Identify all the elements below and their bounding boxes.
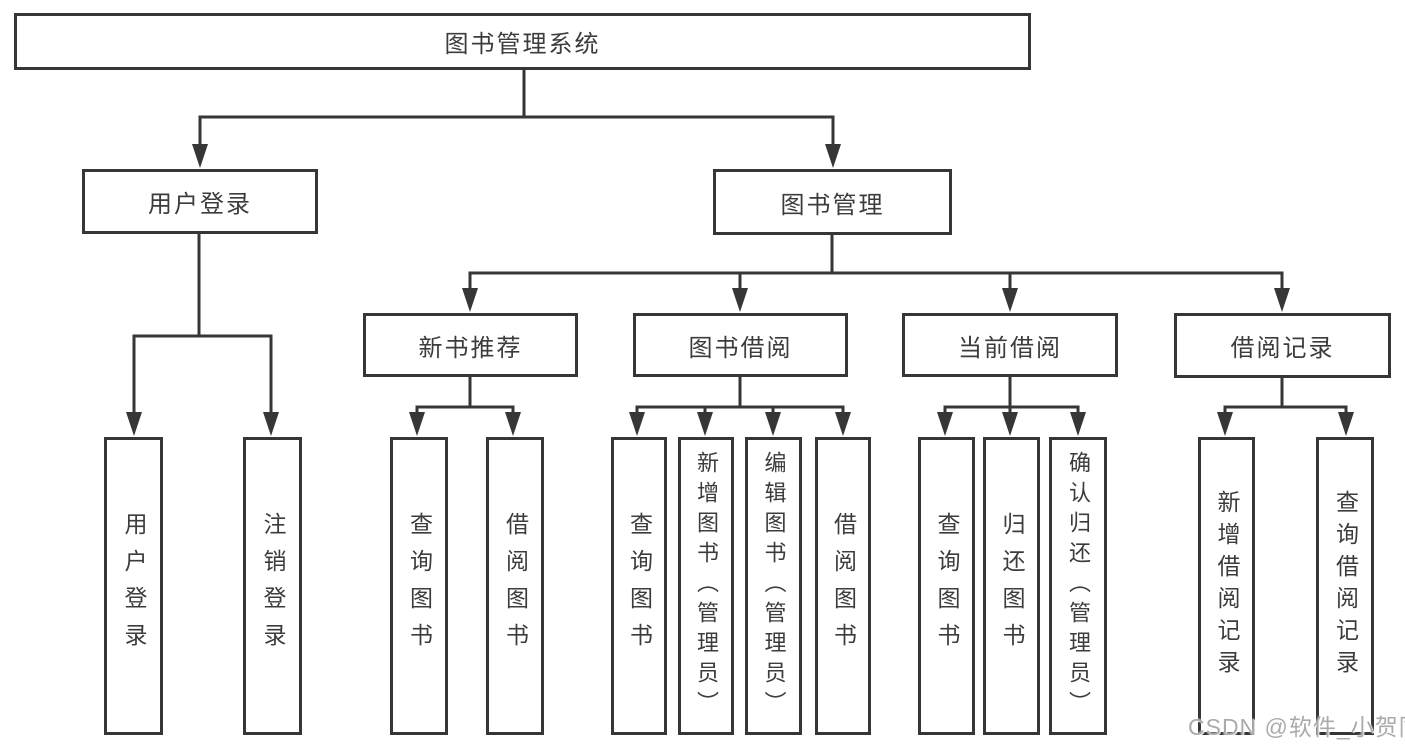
- arrow-down-icon: [825, 144, 841, 168]
- leaf-query-books-borrow: 查询图书: [611, 437, 667, 735]
- arrow-down-icon: [126, 412, 142, 436]
- arrow-down-icon: [1002, 412, 1018, 436]
- node-book-borrow: 图书借阅: [633, 313, 848, 377]
- arrow-down-icon: [409, 412, 425, 436]
- arrow-down-icon: [765, 412, 781, 436]
- arrow-down-icon: [732, 288, 748, 312]
- leaf-user-login: 用户登录: [104, 437, 163, 735]
- leaf-edit-books-admin: 编辑图书（管理员）: [745, 437, 802, 735]
- leaf-add-books-admin: 新增图书（管理员）: [678, 437, 734, 735]
- arrow-down-icon: [263, 412, 279, 436]
- arrow-down-icon: [1274, 288, 1290, 312]
- node-borrow-records: 借阅记录: [1174, 313, 1391, 378]
- arrow-down-icon: [937, 412, 953, 436]
- node-user-login: 用户登录: [82, 169, 318, 234]
- leaf-add-borrow-record: 新增借阅记录: [1198, 437, 1255, 735]
- leaf-borrow-books: 借阅图书: [815, 437, 871, 735]
- leaf-borrow-books-recommend: 借阅图书: [486, 437, 544, 735]
- leaf-query-books-current: 查询图书: [918, 437, 975, 735]
- leaf-return-books: 归还图书: [983, 437, 1040, 735]
- leaf-query-books-recommend: 查询图书: [390, 437, 448, 735]
- arrow-down-icon: [1338, 412, 1354, 436]
- node-book-management: 图书管理: [713, 169, 952, 235]
- node-root-system: 图书管理系统: [14, 13, 1031, 70]
- arrow-down-icon: [835, 412, 851, 436]
- leaf-logout-login: 注销登录: [243, 437, 302, 735]
- leaf-confirm-return-admin: 确认归还（管理员）: [1049, 437, 1107, 735]
- arrow-down-icon: [1002, 288, 1018, 312]
- arrow-down-icon: [629, 412, 645, 436]
- arrow-down-icon: [1217, 412, 1233, 436]
- csdn-watermark: CSDN @软件_小贺同学: [1188, 714, 1405, 740]
- arrow-down-icon: [505, 412, 521, 436]
- leaf-query-borrow-record: 查询借阅记录: [1316, 437, 1374, 735]
- arrow-down-icon: [1070, 412, 1086, 436]
- node-new-book-recommend: 新书推荐: [363, 313, 578, 377]
- arrow-down-icon: [462, 288, 478, 312]
- arrow-down-icon: [192, 144, 208, 168]
- arrow-down-icon: [697, 412, 713, 436]
- node-current-borrow: 当前借阅: [902, 313, 1118, 377]
